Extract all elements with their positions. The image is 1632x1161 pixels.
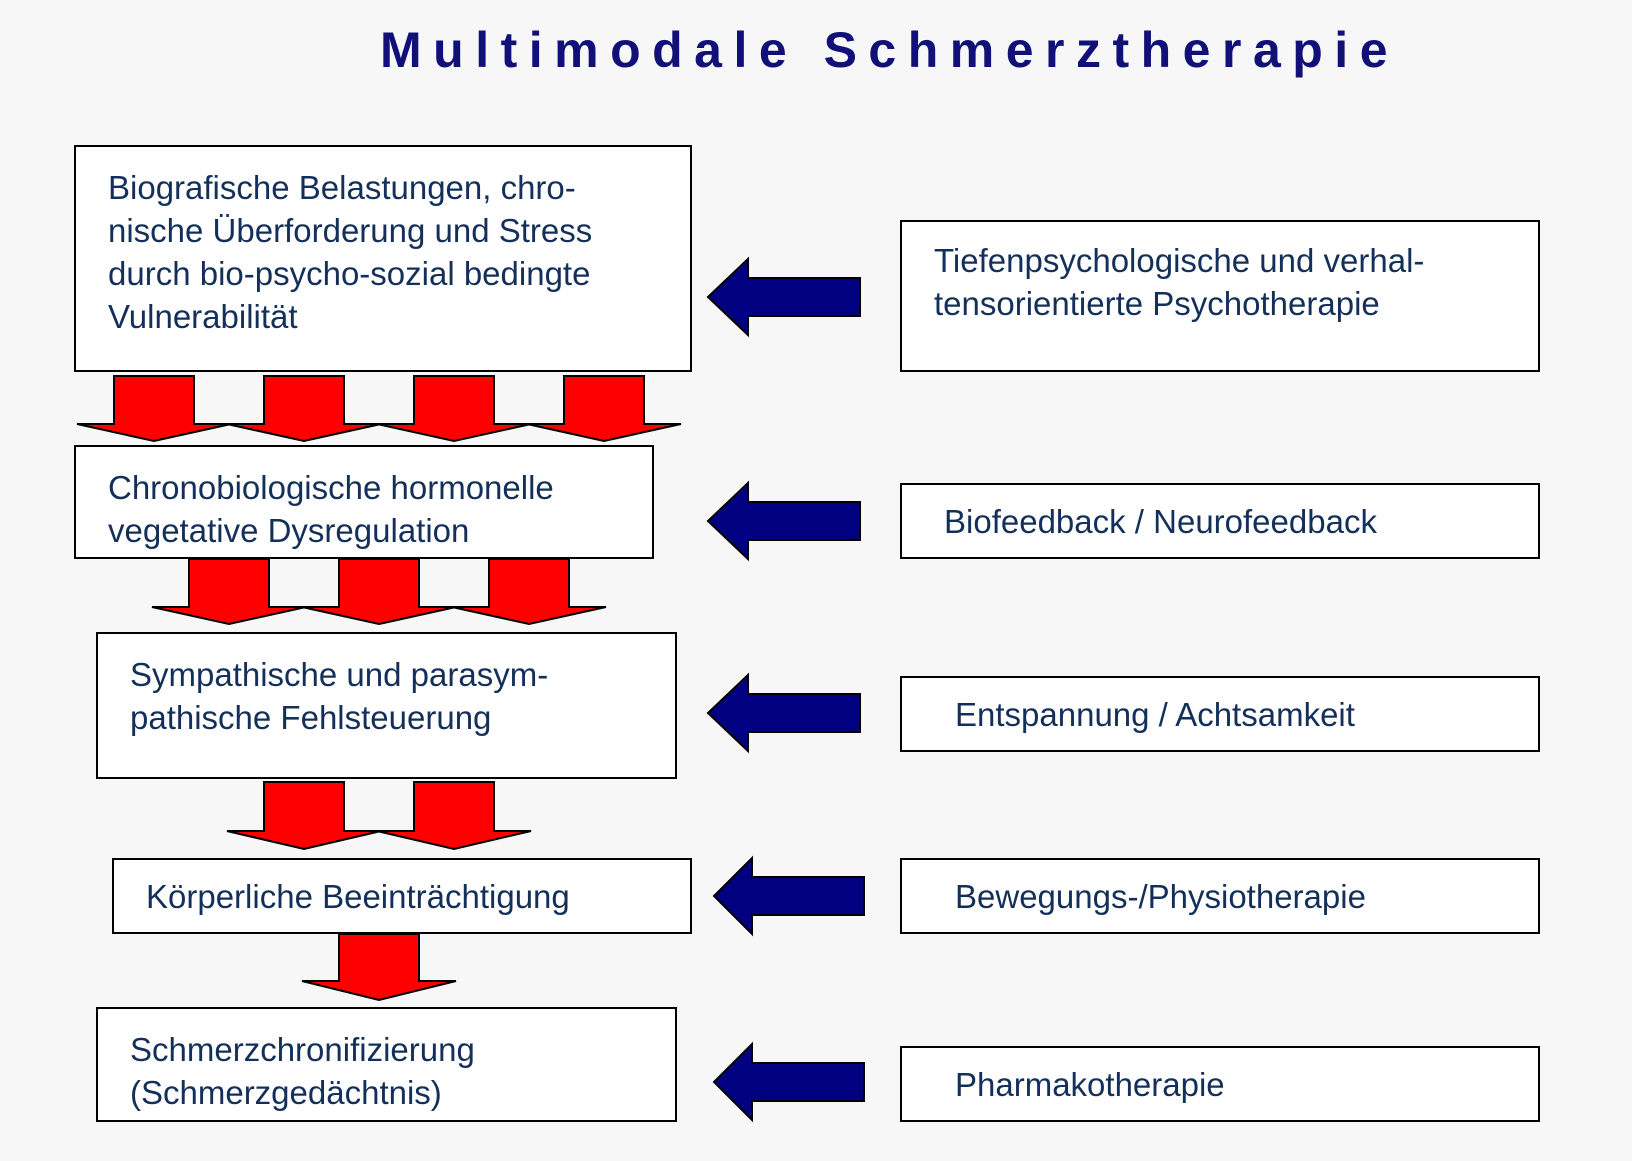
left-arrow-blue-4 [712, 855, 865, 937]
cause-box-3-text: Sympathische und parasym- pathische Fehl… [130, 656, 549, 736]
left-arrow-blue-2 [706, 480, 861, 562]
therapy-box-5: Pharmakotherapie [900, 1046, 1540, 1122]
therapy-box-4: Bewegungs-/Physiotherapie [900, 858, 1540, 934]
down-arrow-red-2-3 [451, 558, 607, 626]
down-arrow-red-1-1 [76, 375, 232, 443]
left-arrow-blue-3 [706, 672, 861, 754]
cause-box-5-text: Schmerzchronifizierung (Schmerzgedächtni… [130, 1031, 475, 1111]
cause-box-4: Körperliche Beeinträchtigung [112, 858, 692, 934]
left-arrow-blue-1 [706, 256, 861, 338]
down-arrow-red-1-3 [376, 375, 532, 443]
diagram-title: Multimodale Schmerztherapie [380, 22, 1399, 78]
down-arrow-red-2-2 [301, 558, 457, 626]
therapy-box-5-text: Pharmakotherapie [955, 1066, 1225, 1103]
cause-box-4-text: Körperliche Beeinträchtigung [146, 878, 570, 915]
down-arrow-red-4-1 [301, 933, 457, 1002]
cause-box-1: Biografische Belastungen, chro- nische Ü… [74, 145, 692, 372]
therapy-box-4-text: Bewegungs-/Physiotherapie [955, 878, 1366, 915]
down-arrow-red-2-1 [151, 558, 307, 626]
therapy-box-1: Tiefenpsychologische und verhal- tensori… [900, 220, 1540, 372]
down-arrow-red-3-1 [226, 781, 382, 851]
therapy-box-1-text: Tiefenpsychologische und verhal- tensori… [934, 242, 1425, 322]
cause-box-5: Schmerzchronifizierung (Schmerzgedächtni… [96, 1007, 677, 1122]
therapy-arrows [706, 256, 865, 1123]
therapy-box-2-text: Biofeedback / Neurofeedback [944, 503, 1377, 540]
cause-box-2: Chronobiologische hormonelle vegetative … [74, 445, 654, 559]
down-arrow-red-3-2 [376, 781, 532, 851]
therapy-box-3: Entspannung / Achtsamkeit [900, 676, 1540, 752]
therapy-box-2: Biofeedback / Neurofeedback [900, 483, 1540, 559]
down-arrow-red-1-4 [526, 375, 682, 443]
cause-box-2-text: Chronobiologische hormonelle vegetative … [108, 469, 554, 549]
down-arrow-red-1-2 [226, 375, 382, 443]
down-arrows [76, 375, 682, 1002]
cause-box-1-text: Biografische Belastungen, chro- nische Ü… [108, 169, 593, 335]
therapy-box-3-text: Entspannung / Achtsamkeit [955, 696, 1355, 733]
cause-box-3: Sympathische und parasym- pathische Fehl… [96, 632, 677, 779]
left-arrow-blue-5 [712, 1041, 865, 1123]
